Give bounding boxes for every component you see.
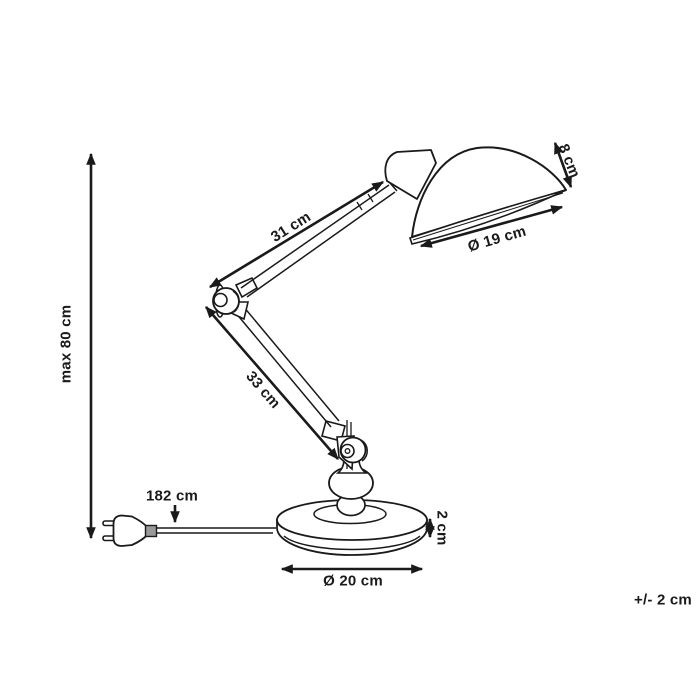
- label-cable-length: 182 cm: [145, 487, 199, 505]
- elbow-joint: [212, 276, 259, 318]
- shade-height-arrow: [553, 141, 573, 189]
- label-base-height: 2 cm: [433, 510, 451, 546]
- power-cable: [150, 527, 276, 534]
- upper-arm-edge-bottom: [246, 191, 396, 298]
- lower-arm-edge-left: [234, 311, 332, 428]
- label-tolerance: +/- 2 cm: [634, 591, 692, 609]
- power-plug: [102, 514, 158, 547]
- base-joint: [321, 420, 368, 471]
- dimension-arrows: [86, 141, 573, 574]
- lower-arm: [228, 301, 340, 428]
- label-max-height: max 80 cm: [57, 304, 75, 384]
- upper-arm-sleeve-tick-2: [367, 193, 374, 203]
- shade-neck: [384, 149, 437, 200]
- label-base-diameter: Ø 20 cm: [323, 572, 383, 590]
- elbow-inner-disc: [213, 292, 228, 308]
- base-step-edge: [283, 535, 421, 551]
- base-stem: [328, 458, 374, 517]
- lamp-base: [276, 499, 428, 556]
- upper-arm: [240, 182, 398, 298]
- plug-body: [112, 514, 149, 547]
- upper-arm-fork: [234, 276, 259, 299]
- lower-arm-arrow: [205, 306, 339, 460]
- shade-diameter-arrow: [419, 205, 564, 248]
- joint-hub: [344, 448, 351, 454]
- upper-arm-edge-top: [240, 184, 390, 289]
- upper-arm-arrow: [208, 180, 385, 289]
- plug-cable-connector: [144, 524, 158, 538]
- joint-crescent: [360, 439, 368, 462]
